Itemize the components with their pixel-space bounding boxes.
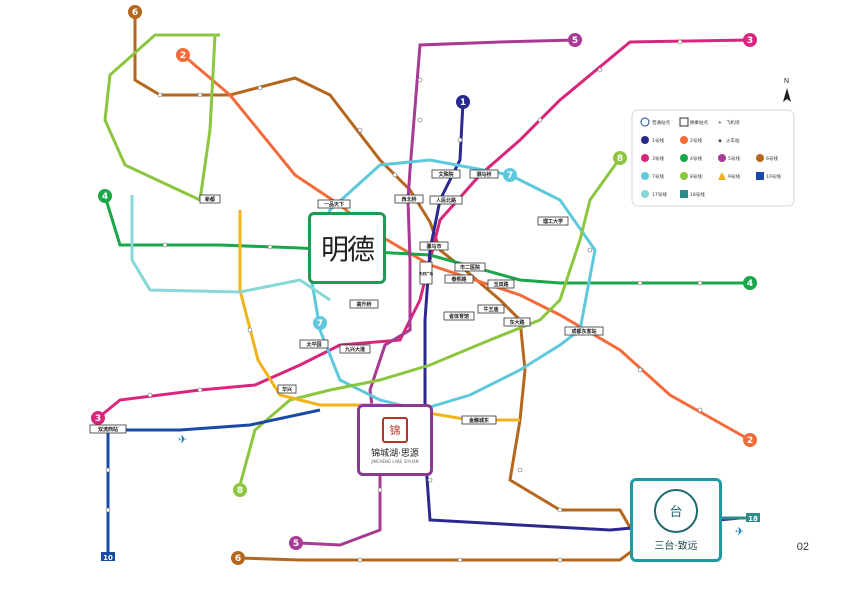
svg-text:理工大学: 理工大学 (543, 218, 563, 225)
legend: 普通站点 换乘站点 1号线 2号线 3号线 4号线 5号线 6号线 7号线 8号… (631, 109, 795, 207)
svg-text:8: 8 (617, 154, 623, 164)
svg-text:6号线: 6号线 (766, 155, 778, 162)
line-8 (238, 157, 622, 486)
svg-text:5号线: 5号线 (728, 155, 740, 162)
svg-text:1号线: 1号线 (652, 137, 664, 144)
brand-santai-name: 三台·致远 (654, 540, 698, 552)
line-10 (106, 408, 321, 555)
svg-text:牛王庙: 牛王庙 (483, 306, 498, 313)
transfer-stations: 一品天下 西北桥 文殊院 人民北路 骡马市 天府广场 春熙路 市二医院 玉双路 … (89, 169, 604, 434)
svg-text:九兴大道: 九兴大道 (344, 346, 365, 353)
svg-text:2号线: 2号线 (690, 137, 702, 144)
svg-text:成都东客站: 成都东客站 (571, 328, 596, 335)
page-number: 02 (796, 541, 809, 553)
line-3 (97, 38, 751, 420)
svg-text:飞机场: 飞机场 (726, 119, 740, 126)
svg-text:2: 2 (747, 436, 753, 446)
line-5 (299, 38, 576, 547)
svg-text:火车站: 火车站 (726, 137, 740, 144)
svg-text:18号线: 18号线 (690, 191, 705, 198)
svg-text:驷马桥: 驷马桥 (476, 171, 492, 178)
svg-text:3: 3 (95, 414, 101, 424)
svg-text:9号线: 9号线 (728, 173, 740, 180)
svg-text:3: 3 (747, 36, 753, 46)
svg-text:普通站点: 普通站点 (652, 119, 670, 126)
line-1 (423, 101, 741, 532)
svg-text:6: 6 (235, 554, 241, 564)
svg-text:太平园: 太平园 (305, 341, 321, 348)
svg-text:10: 10 (103, 554, 113, 562)
svg-text:文殊院: 文殊院 (438, 171, 453, 178)
north-label: N (784, 78, 790, 85)
svg-text:2: 2 (180, 51, 186, 61)
svg-text:春熙路: 春熙路 (451, 276, 467, 283)
line-t (103, 33, 220, 203)
line-badges: 6 2 5 3 1 8 7 4 4 7 3 2 8 5 6 10 18 (91, 5, 760, 565)
brand-santai: 台 三台·致远 (630, 478, 722, 562)
svg-text:玉双路: 玉双路 (493, 281, 509, 288)
svg-text:17号线: 17号线 (652, 191, 667, 198)
train-icon: ◉ (718, 139, 722, 144)
brand-jinchenghu-sub: JINCHENG LAKE SIYUAN (371, 458, 419, 464)
svg-text:4: 4 (102, 192, 108, 202)
svg-text:7: 7 (317, 319, 323, 329)
svg-text:3号线: 3号线 (652, 155, 664, 162)
svg-text:金融城东: 金融城东 (468, 417, 489, 424)
north-arrow-icon (783, 88, 791, 102)
svg-text:7: 7 (507, 171, 513, 181)
svg-text:4: 4 (747, 279, 753, 289)
brand-logo-icon: 台 (654, 488, 698, 533)
svg-text:市二医院: 市二医院 (460, 264, 480, 271)
brand-mingde-text: 明德 (320, 233, 375, 266)
svg-text:1: 1 (460, 98, 466, 108)
brand-jinchenghu: 锦 锦城湖·思源 JINCHENG LAKE SIYUAN (357, 404, 433, 476)
svg-text:5: 5 (293, 539, 299, 549)
regular-stations (105, 39, 703, 563)
station-label: 一品天下 (324, 201, 344, 208)
svg-text:东大路: 东大路 (509, 319, 525, 326)
brand-mingde: 明德 (308, 212, 386, 284)
brand-jinchenghu-name: 锦城湖·思源 (371, 448, 419, 459)
airplane-icon: ✈ (178, 433, 187, 446)
brand-seal-icon: 锦 (382, 416, 408, 443)
svg-text:省体育馆: 省体育馆 (448, 313, 469, 320)
svg-text:人民北路: 人民北路 (435, 197, 457, 204)
airplane-icon: ✈ (718, 120, 722, 126)
svg-text:8号线: 8号线 (690, 173, 702, 180)
svg-text:骡马市: 骡马市 (426, 243, 441, 250)
line-17 (130, 195, 331, 302)
svg-text:西北桥: 西北桥 (401, 196, 417, 203)
svg-text:4号线: 4号线 (690, 155, 702, 162)
line-9 (238, 210, 520, 422)
svg-text:华兴: 华兴 (282, 386, 292, 393)
svg-text:换乘站点: 换乘站点 (690, 119, 708, 126)
svg-text:18: 18 (748, 515, 758, 523)
svg-text:5: 5 (572, 36, 578, 46)
svg-text:高升桥: 高升桥 (356, 301, 372, 308)
svg-text:7号线: 7号线 (652, 173, 664, 180)
svg-text:10号线: 10号线 (766, 173, 781, 180)
svg-text:天府广场: 天府广场 (419, 271, 433, 276)
svg-text:8: 8 (237, 486, 243, 496)
svg-text:6: 6 (132, 8, 138, 18)
svg-text:双流西站: 双流西站 (98, 426, 118, 433)
svg-text:新都: 新都 (205, 196, 215, 203)
airplane-icon: ✈ (735, 525, 744, 538)
